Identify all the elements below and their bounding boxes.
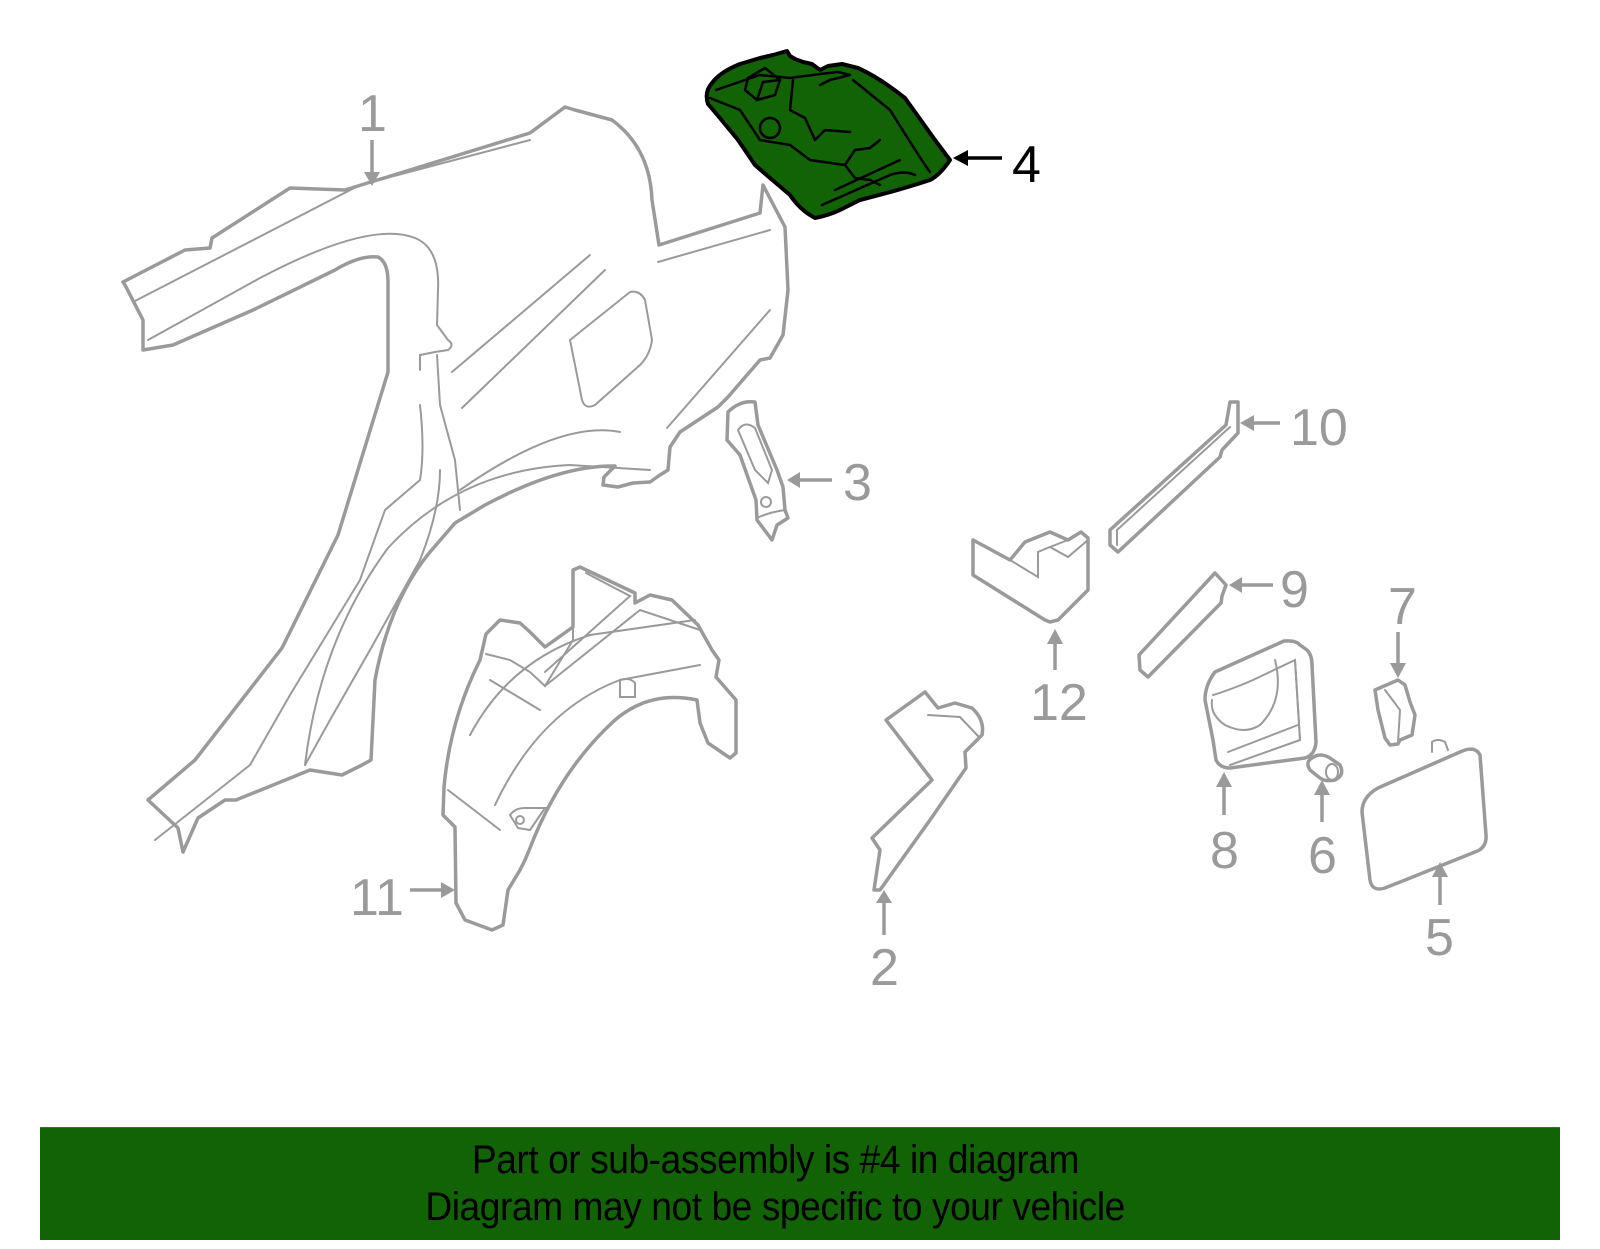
callout-8[interactable]: 8 bbox=[1210, 772, 1239, 880]
callout-9[interactable]: 9 bbox=[1229, 561, 1309, 619]
callout-12[interactable]: 12 bbox=[1030, 629, 1088, 732]
part-12-bracket[interactable] bbox=[971, 530, 1090, 624]
callout-5[interactable]: 5 bbox=[1425, 862, 1454, 967]
part-4-highlighted[interactable] bbox=[704, 49, 952, 220]
part-1-quarter-panel[interactable] bbox=[121, 105, 790, 854]
part-2-bracket[interactable] bbox=[870, 690, 985, 892]
svg-text:10: 10 bbox=[1290, 399, 1348, 457]
svg-text:4: 4 bbox=[1012, 136, 1041, 194]
banner-part-notice: Part or sub-assembly is #4 in diagram bbox=[471, 1138, 1079, 1182]
callout-4[interactable]: 4 bbox=[953, 136, 1041, 194]
svg-text:8: 8 bbox=[1210, 822, 1239, 880]
svg-text:12: 12 bbox=[1030, 674, 1088, 732]
banner-disclaimer: Diagram may not be specific to your vehi… bbox=[425, 1185, 1125, 1229]
parts-diagram: 1 2 3 4 5 6 7 8 9 10 bbox=[121, 49, 1488, 997]
part-9-strip[interactable] bbox=[1137, 571, 1228, 679]
callout-2[interactable]: 2 bbox=[870, 890, 899, 997]
part-8-housing[interactable] bbox=[1203, 639, 1318, 770]
svg-text:11: 11 bbox=[350, 869, 404, 927]
callout-1[interactable]: 1 bbox=[358, 85, 387, 186]
svg-text:7: 7 bbox=[1388, 578, 1417, 636]
callout-10[interactable]: 10 bbox=[1240, 399, 1348, 457]
part-6-bushing[interactable] bbox=[1306, 753, 1344, 783]
callout-7[interactable]: 7 bbox=[1388, 578, 1417, 678]
svg-text:1: 1 bbox=[358, 85, 387, 143]
svg-text:6: 6 bbox=[1308, 827, 1337, 885]
svg-text:2: 2 bbox=[870, 939, 899, 997]
part-3-bracket[interactable] bbox=[725, 399, 790, 542]
callout-6[interactable]: 6 bbox=[1308, 780, 1337, 885]
part-5-fuel-door[interactable] bbox=[1360, 739, 1488, 891]
callout-11[interactable]: 11 bbox=[350, 869, 455, 927]
svg-text:5: 5 bbox=[1425, 909, 1454, 967]
svg-text:3: 3 bbox=[843, 454, 872, 512]
callout-3[interactable]: 3 bbox=[787, 454, 872, 512]
part-11-wheelhouse[interactable] bbox=[441, 565, 738, 932]
svg-text:9: 9 bbox=[1280, 561, 1309, 619]
part-7-clip[interactable] bbox=[1373, 678, 1417, 747]
info-banner: Part or sub-assembly is #4 in diagram Di… bbox=[40, 1127, 1560, 1240]
part-10-strip[interactable] bbox=[1108, 400, 1240, 554]
